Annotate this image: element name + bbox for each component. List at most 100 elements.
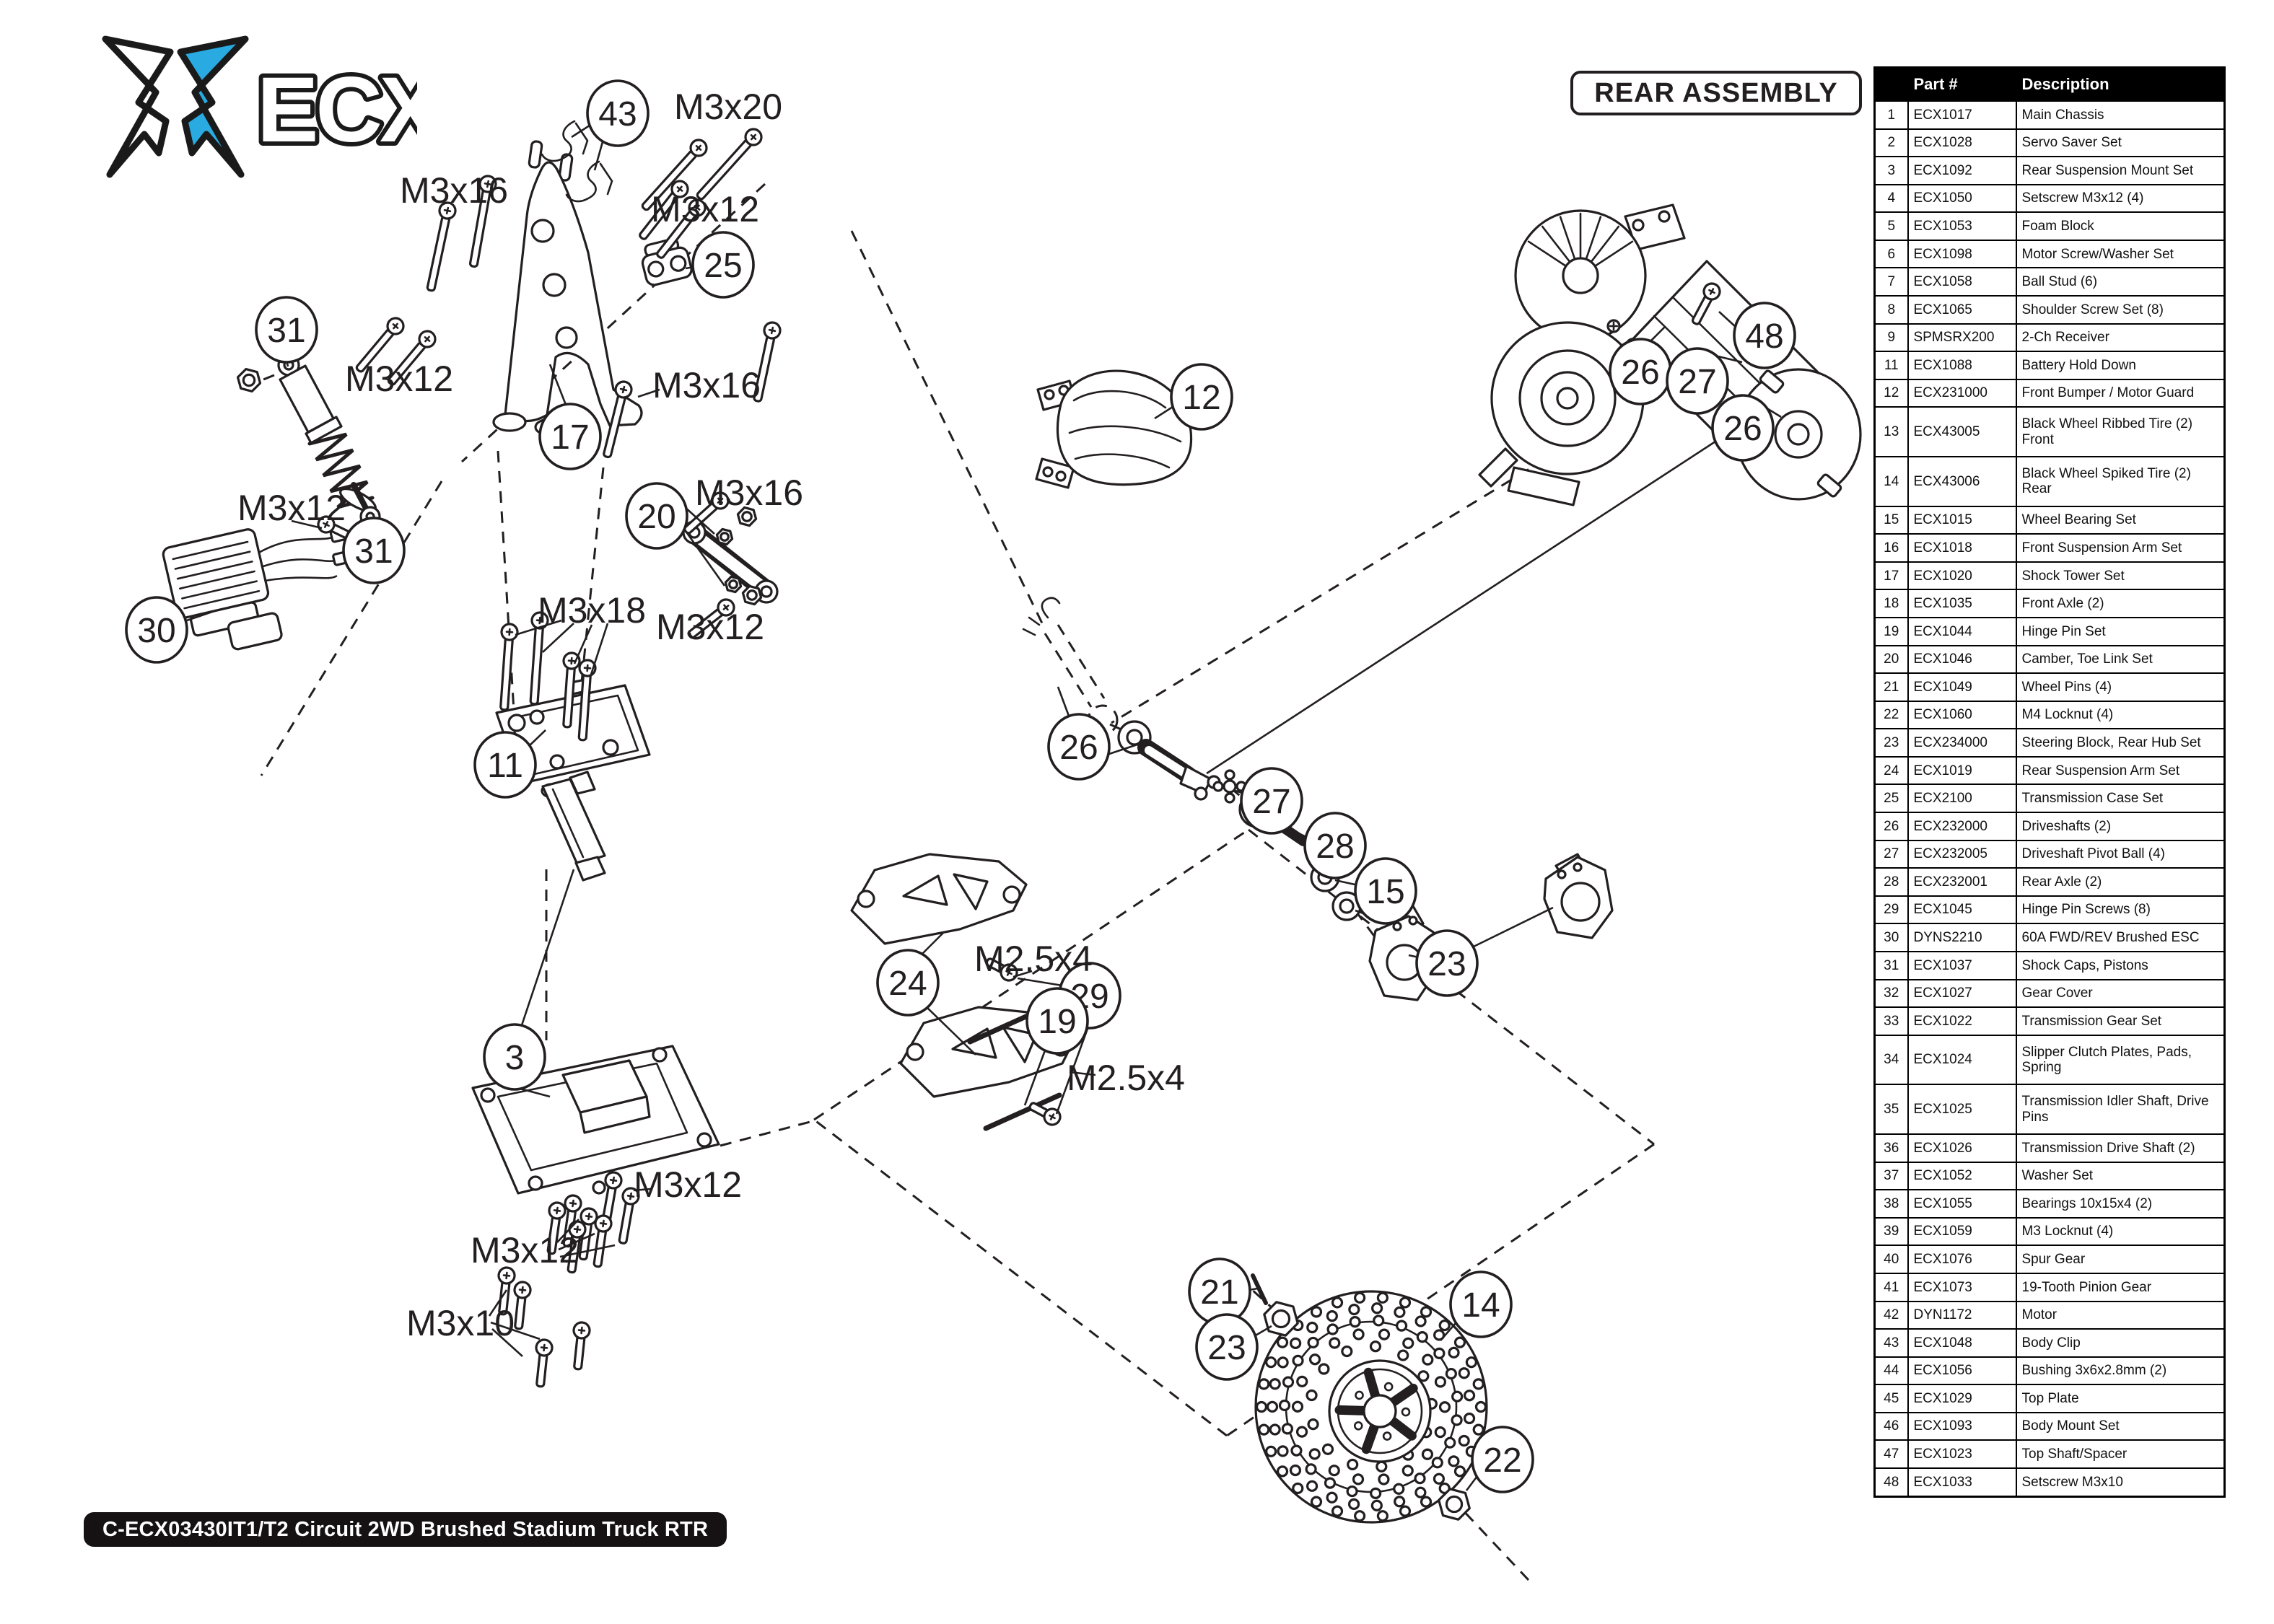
locknut-icon xyxy=(715,527,734,546)
header-num xyxy=(1873,66,1909,102)
hardware-size-label: M3x12 xyxy=(656,607,764,647)
cell-part: ECX1023 xyxy=(1907,1439,2017,1469)
shock-absorber-drawing xyxy=(277,354,381,527)
svg-text:19: 19 xyxy=(1038,1003,1076,1041)
callout-27: 27 xyxy=(1666,347,1729,415)
cell-desc: Shock Tower Set xyxy=(2015,561,2226,591)
cell-part: ECX1088 xyxy=(1907,351,2017,380)
cell-desc: Washer Set xyxy=(2015,1161,2226,1191)
svg-text:26: 26 xyxy=(1723,410,1762,448)
cell-desc: Rear Suspension Mount Set xyxy=(2015,156,2226,185)
cell-num: 44 xyxy=(1873,1356,1909,1386)
cell-num: 34 xyxy=(1873,1034,1909,1086)
cell-desc: Driveshafts (2) xyxy=(2015,812,2226,841)
cell-part: ECX1059 xyxy=(1907,1216,2017,1247)
cell-num: 2 xyxy=(1873,128,1909,158)
cell-num: 43 xyxy=(1873,1328,1909,1358)
cell-num: 42 xyxy=(1873,1300,1909,1330)
svg-text:24: 24 xyxy=(888,965,927,1003)
cell-desc: Motor Screw/Washer Set xyxy=(2015,239,2226,269)
hardware-size-label: M2.5x4 xyxy=(1067,1058,1185,1098)
cell-part: ECX231000 xyxy=(1907,378,2017,408)
svg-text:27: 27 xyxy=(1678,363,1716,401)
cell-num: 4 xyxy=(1873,183,1909,214)
screw-icon xyxy=(546,1201,567,1255)
footer-text: C-ECX03430IT1/T2 Circuit 2WD Brushed Sta… xyxy=(102,1517,709,1541)
callout-14: 14 xyxy=(1449,1270,1513,1338)
cell-desc: Hinge Pin Set xyxy=(2015,617,2226,646)
footer-label: C-ECX03430IT1/T2 Circuit 2WD Brushed Sta… xyxy=(84,1512,727,1547)
callout-23: 23 xyxy=(1195,1313,1259,1381)
cell-desc: 2-Ch Receiver xyxy=(2015,322,2226,353)
cell-num: 26 xyxy=(1873,812,1909,841)
cell-num: 48 xyxy=(1873,1467,1909,1498)
cell-part: ECX1018 xyxy=(1907,533,2017,563)
cell-part: ECX232000 xyxy=(1907,812,2017,841)
transmission-motor-drawing xyxy=(1478,203,1862,506)
cell-num: 1 xyxy=(1873,100,1909,130)
cell-part: ECX1020 xyxy=(1907,561,2017,591)
motor-guard-drawing xyxy=(1035,369,1193,489)
cell-desc: Body Mount Set xyxy=(2015,1411,2226,1441)
cell-part: ECX1028 xyxy=(1907,128,2017,158)
screw-icon xyxy=(1028,1102,1062,1126)
cell-num: 30 xyxy=(1873,923,1909,952)
svg-text:31: 31 xyxy=(267,312,305,350)
cell-desc: Transmission Case Set xyxy=(2015,784,2226,814)
callout-23: 23 xyxy=(1415,929,1479,997)
callout-48: 48 xyxy=(1733,302,1796,369)
cell-part: ECX1046 xyxy=(1907,644,2017,675)
callout-22: 22 xyxy=(1471,1426,1534,1493)
svg-text:15: 15 xyxy=(1366,873,1404,911)
callout-26: 26 xyxy=(1609,338,1672,405)
svg-text:26: 26 xyxy=(1059,729,1098,767)
cell-part: ECX234000 xyxy=(1907,728,2017,758)
screw-icon xyxy=(656,198,707,259)
cell-desc: Slipper Clutch Plates, Pads, Spring xyxy=(2015,1034,2226,1086)
cell-part: ECX43006 xyxy=(1907,456,2017,507)
cell-num: 46 xyxy=(1873,1411,1909,1441)
cell-desc: Battery Hold Down xyxy=(2015,351,2226,380)
transmission-mount-drawing xyxy=(641,237,693,286)
cell-desc: Rear Suspension Arm Set xyxy=(2015,755,2226,786)
cell-desc: Hinge Pin Screws (8) xyxy=(2015,895,2226,925)
cell-num: 21 xyxy=(1873,672,1909,702)
screw-icon xyxy=(499,623,519,711)
cell-desc: Top Plate xyxy=(2015,1384,2226,1413)
shock-tower-drawing xyxy=(492,140,643,436)
cell-part: SPMSRX200 xyxy=(1907,322,2017,353)
cell-part: ECX1035 xyxy=(1907,589,2017,619)
screws xyxy=(317,128,1721,1388)
cell-num: 37 xyxy=(1873,1161,1909,1191)
cell-desc: Black Wheel Ribbed Tire (2) Front xyxy=(2015,406,2226,458)
screw-icon xyxy=(683,491,730,535)
cell-part: ECX1025 xyxy=(1907,1084,2017,1136)
cell-desc: Setscrew M3x10 xyxy=(2015,1467,2226,1498)
svg-text:17: 17 xyxy=(551,418,589,457)
svg-text:14: 14 xyxy=(1461,1286,1500,1325)
cell-part: ECX1053 xyxy=(1907,211,2017,241)
hardware-size-label: M3x12 xyxy=(237,488,346,528)
cell-num: 27 xyxy=(1873,839,1909,869)
cell-part: ECX1022 xyxy=(1907,1006,2017,1036)
cell-num: 22 xyxy=(1873,700,1909,730)
cell-part: ECX1017 xyxy=(1907,100,2017,130)
cell-num: 29 xyxy=(1873,895,1909,925)
svg-text:28: 28 xyxy=(1316,828,1354,866)
